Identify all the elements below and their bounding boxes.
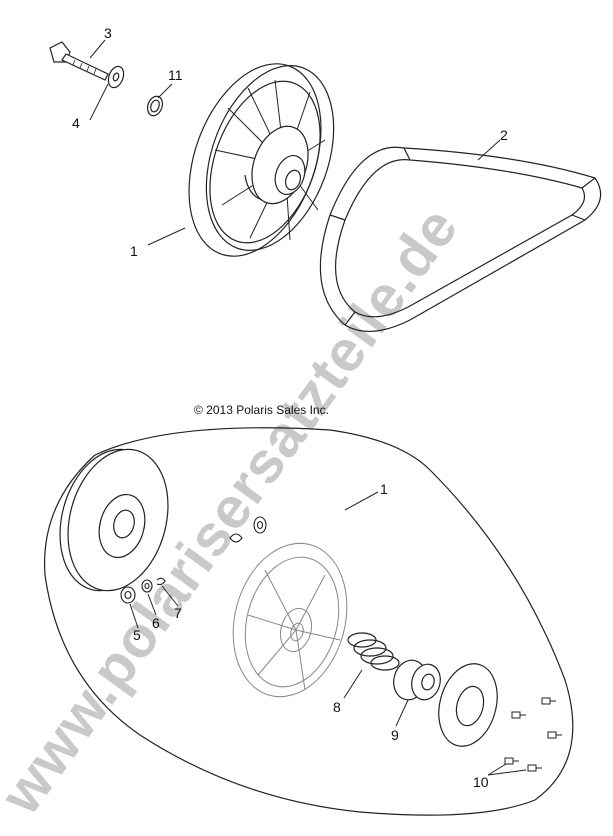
bolt-part-3: [49, 41, 109, 81]
assembly-outline: [43, 427, 574, 816]
screws-part-10: [504, 697, 562, 772]
drive-belt-part-2: [319, 146, 602, 333]
cover-plate: [438, 663, 498, 747]
bushing-part-9: [393, 659, 441, 701]
copyright-text: © 2013 Polaris Sales Inc.: [194, 403, 329, 417]
callout-8: 8: [333, 699, 341, 715]
roller-part: [229, 516, 267, 543]
callout-4: 4: [72, 115, 80, 131]
callout-7: 7: [174, 605, 182, 621]
callout-1-top: 1: [130, 243, 138, 259]
secondary-clutch-sheave: [188, 63, 335, 257]
washer-part-5: [120, 586, 136, 604]
callout-9: 9: [391, 727, 399, 743]
callout-2: 2: [500, 127, 508, 143]
washer-part-4: [107, 65, 125, 89]
callout-3: 3: [104, 25, 112, 41]
callout-10: 10: [473, 774, 489, 790]
washer-part-6: [141, 579, 153, 593]
callout-1-bottom: 1: [380, 481, 388, 497]
callout-11: 11: [168, 67, 183, 83]
spring-part-8: [347, 632, 400, 671]
top-leader-lines: [89, 39, 501, 246]
spider-assembly: [232, 542, 348, 698]
clip-part-7: [156, 577, 166, 586]
bottom-leader-lines: [129, 491, 527, 776]
callout-5: 5: [133, 627, 141, 643]
washer-part-11: [146, 95, 164, 117]
movable-sheave: [59, 448, 169, 592]
callout-6: 6: [152, 615, 160, 631]
